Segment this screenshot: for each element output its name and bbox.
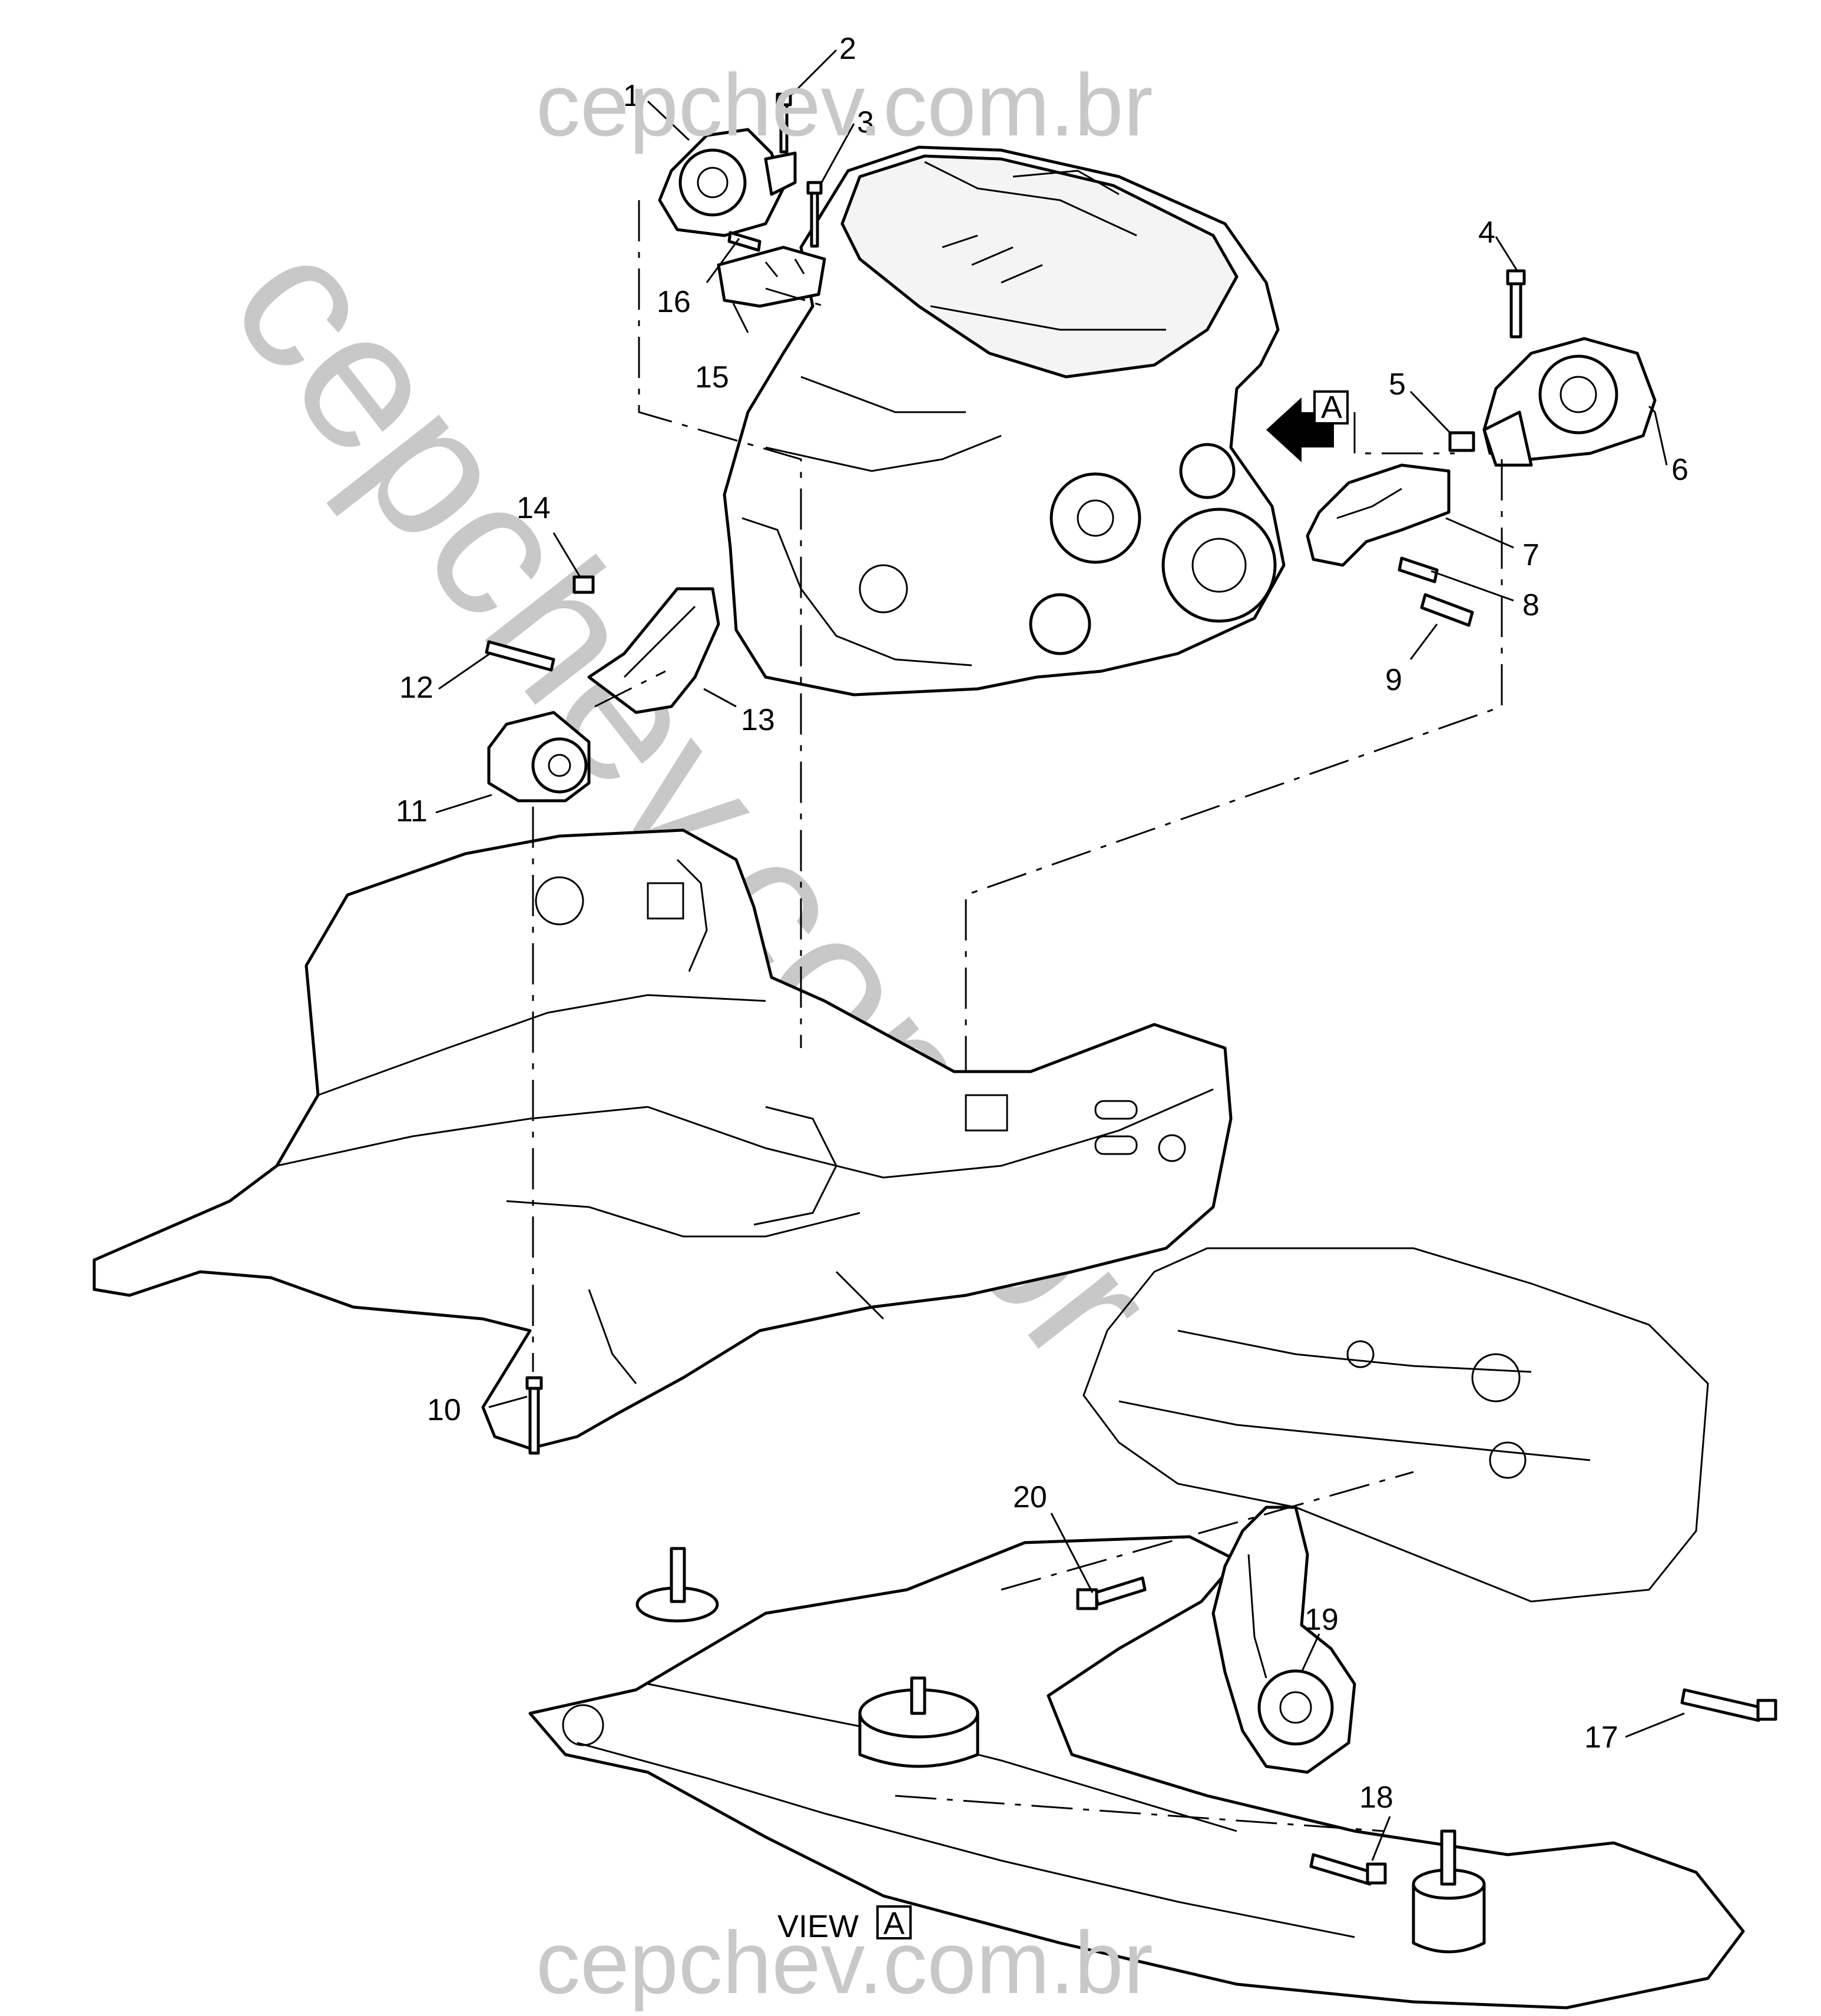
- engine-assembly: [723, 145, 1286, 697]
- part-17-bolt: [1680, 1688, 1777, 1722]
- callout-8: 8: [1522, 588, 1539, 622]
- callout-2: 2: [839, 32, 856, 66]
- center-isolator: [858, 1676, 979, 1768]
- part-19-mount: [1211, 1506, 1356, 1774]
- callout-6: 6: [1671, 453, 1688, 487]
- callout-19: 19: [1305, 1603, 1339, 1637]
- callout-labels: 1 2 3 4 5 6 7 8 9 10 11 12 13 14 15 16 1…: [396, 32, 1688, 1815]
- callout-10: 10: [427, 1393, 461, 1427]
- view-label-text: VIEW: [777, 1909, 859, 1944]
- part-11-mount: [487, 711, 591, 803]
- callout-16: 16: [657, 285, 691, 319]
- part-6-mount: [1482, 337, 1657, 467]
- view-box-letter: A: [883, 1906, 905, 1941]
- part-2-bolt: [776, 92, 792, 154]
- callout-5: 5: [1389, 367, 1406, 402]
- callout-15: 15: [695, 360, 729, 394]
- callout-4: 4: [1478, 215, 1495, 250]
- callout-11: 11: [396, 794, 428, 828]
- front-isolator: [635, 1547, 719, 1623]
- part-8-bolt: [1398, 556, 1439, 583]
- rear-isolator: [1412, 1829, 1486, 1954]
- part-10-bolt: [525, 1376, 543, 1455]
- callout-3: 3: [857, 105, 874, 140]
- callout-14: 14: [516, 491, 551, 525]
- callout-18: 18: [1359, 1780, 1393, 1815]
- part-14-bolt: [572, 575, 595, 594]
- part-20-bolt: [1076, 1576, 1147, 1610]
- part-7-bracket: [1306, 463, 1451, 567]
- part-18-bolt: [1309, 1853, 1387, 1886]
- callout-1: 1: [623, 79, 640, 113]
- callout-12: 12: [399, 671, 433, 705]
- engine-cradle: [92, 828, 1233, 1450]
- arrow-box-letter: A: [1321, 390, 1342, 425]
- part-1-mount: [658, 128, 797, 237]
- part-15-bracket: [717, 246, 826, 308]
- callout-13: 13: [741, 703, 775, 737]
- watermark-bottom: cepchev.com.br: [536, 1913, 1153, 2012]
- part-13-bracket: [587, 587, 720, 714]
- callout-7: 7: [1522, 538, 1539, 572]
- part-4-bolt: [1506, 269, 1526, 339]
- leader-lines: [435, 49, 1685, 1861]
- view-a-label: VIEW A: [777, 1905, 912, 1944]
- part-9-bolt: [1420, 593, 1474, 627]
- part-3-bolt: [806, 181, 823, 248]
- callout-20: 20: [1013, 1480, 1047, 1514]
- alignment-lines: [532, 200, 1503, 1832]
- part-12-bolt: [485, 640, 555, 672]
- view-a-engine-side: [1082, 1247, 1709, 1603]
- watermark-top: cepchev.com.br: [536, 55, 1153, 154]
- part-16-bolt: [727, 231, 761, 252]
- view-a-arrow: A: [1266, 390, 1349, 462]
- part-5-nut: [1448, 431, 1475, 452]
- callout-17: 17: [1584, 1720, 1618, 1755]
- callout-9: 9: [1385, 663, 1402, 697]
